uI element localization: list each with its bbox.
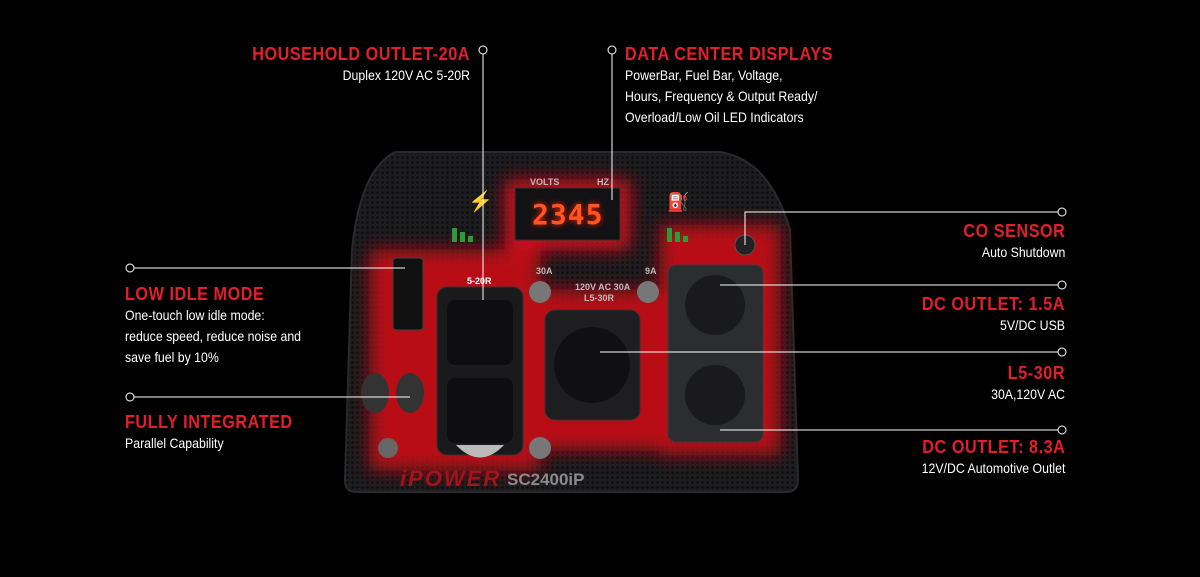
callout-low-idle: LOW IDLE MODE One-touch low idle mode: r… (125, 284, 325, 368)
callout-title: DC OUTLET: 8.3A (921, 437, 1065, 457)
callout-title: FULLY INTEGRATED (125, 412, 293, 432)
l530-label: 120V AC 30A (575, 282, 631, 292)
callout-parallel: FULLY INTEGRATED Parallel Capability (125, 412, 311, 454)
callout-dc-1-5a: DC OUTLET: 1.5A 5V/DC USB (906, 294, 1065, 336)
callout-title: DATA CENTER DISPLAYS (625, 44, 833, 64)
callout-desc: 30A,120V AC (991, 386, 1065, 402)
lcd-display: 2345 (532, 198, 604, 231)
svg-text:⚡: ⚡ (468, 189, 493, 213)
model-label: SC2400iP (507, 470, 585, 489)
callout-title: CO SENSOR (962, 221, 1065, 241)
brand-logo: iPOWER (400, 466, 502, 491)
callout-household: HOUSEHOLD OUTLET-20A Duplex 120V AC 5-20… (228, 44, 470, 86)
callout-desc: reduce speed, reduce noise and (125, 328, 302, 344)
outlet-20a-label: 5-20R (467, 276, 492, 286)
callout-title: DC OUTLET: 1.5A (921, 294, 1065, 314)
hz-label: HZ (597, 177, 609, 187)
callout-desc: save fuel by 10% (125, 349, 219, 365)
callout-desc: 5V/DC USB (999, 317, 1065, 333)
callout-desc: Parallel Capability (125, 435, 224, 451)
callout-title: L5-30R (1007, 363, 1065, 383)
l530b-label: L5-30R (584, 293, 615, 303)
callout-desc: 12V/DC Automotive Outlet (921, 460, 1065, 476)
callout-desc: Hours, Frequency & Output Ready/ (625, 88, 818, 104)
callout-dc-8-3a: DC OUTLET: 8.3A 12V/DC Automotive Outlet (902, 437, 1065, 479)
callout-title: LOW IDLE MODE (125, 284, 265, 304)
amp-9-label: 9A (645, 266, 657, 276)
callout-data-center: DATA CENTER DISPLAYS PowerBar, Fuel Bar,… (625, 44, 856, 128)
callout-desc: Auto Shutdown (981, 244, 1065, 260)
callout-l5-30r: L5-30R 30A,120V AC (981, 363, 1065, 405)
volts-label: VOLTS (530, 177, 560, 187)
callout-title: HOUSEHOLD OUTLET-20A (252, 44, 470, 64)
amp-30-label: 30A (536, 266, 553, 276)
svg-text:⛽: ⛽ (667, 191, 689, 212)
callout-desc: Overload/Low Oil LED Indicators (625, 109, 804, 125)
callout-desc: Duplex 120V AC 5-20R (342, 67, 470, 83)
low-idle-switch[interactable] (392, 257, 424, 331)
callout-co-sensor: CO SENSOR Auto Shutdown (952, 221, 1065, 263)
callout-lines (125, 45, 1067, 435)
parallel-ports (361, 373, 424, 413)
callout-desc: PowerBar, Fuel Bar, Voltage, (625, 67, 783, 83)
callout-desc: One-touch low idle mode: (125, 307, 265, 323)
